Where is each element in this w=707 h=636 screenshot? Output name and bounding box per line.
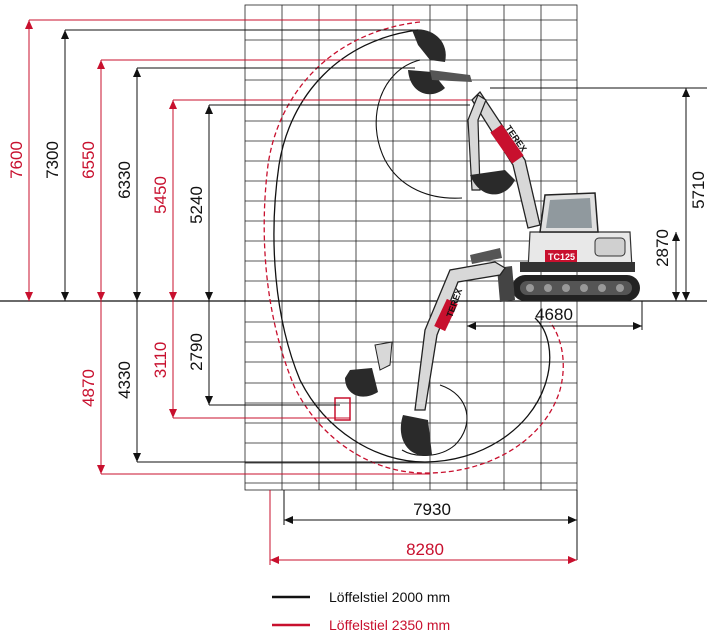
arrowheads-standard	[61, 30, 690, 524]
legend-label-standard: Löffelstiel 2000 mm	[329, 589, 450, 605]
reach-envelope-standard	[273, 29, 551, 463]
excavator: TC125 TEREX TEREX	[334, 29, 640, 456]
boom-raised	[471, 90, 541, 229]
dim-long-max-reach-height: 7600	[7, 141, 26, 179]
bucket-raised	[470, 170, 515, 195]
bucket-top	[412, 29, 446, 62]
reach-envelope-long	[263, 21, 564, 474]
model-label: TC125	[548, 252, 575, 262]
arrowheads-long	[25, 20, 577, 564]
dim-long-max-dump-height: 6550	[79, 141, 98, 179]
dim-long-max-reach: 8280	[406, 540, 444, 559]
dim-standard-dump-clearance: 5240	[187, 186, 206, 224]
dims-long	[28, 19, 577, 565]
dim-standard-max-reach: 7930	[413, 500, 451, 519]
dim-cab-height: 2870	[653, 229, 672, 267]
dim-standard-max-dig-depth: 4330	[115, 361, 134, 399]
dim-tail-length: 4680	[535, 305, 573, 324]
dim-standard-max-reach-height: 7300	[43, 141, 62, 179]
dim-long-vertical-wall-depth: 3110	[151, 342, 170, 379]
dim-standard-max-dump-height: 6330	[115, 161, 134, 199]
dozer-blade	[497, 266, 515, 302]
legend: Löffelstiel 2000 mm Löffelstiel 2350 mm	[272, 589, 450, 633]
dim-long-dump-clearance: 5450	[151, 176, 170, 214]
dim-total-height: 5710	[689, 171, 707, 209]
legend-label-long: Löffelstiel 2350 mm	[329, 617, 450, 633]
bucket-dig-bottom	[400, 415, 432, 456]
dim-long-max-dig-depth: 4870	[79, 369, 98, 407]
bucket-wall	[345, 368, 378, 397]
inner-arc-bottom	[401, 384, 468, 456]
dim-standard-vertical-wall-depth: 2790	[187, 333, 206, 371]
dims-standard	[64, 29, 707, 560]
boom-lowered	[414, 261, 506, 411]
inner-arc-top	[375, 59, 463, 199]
